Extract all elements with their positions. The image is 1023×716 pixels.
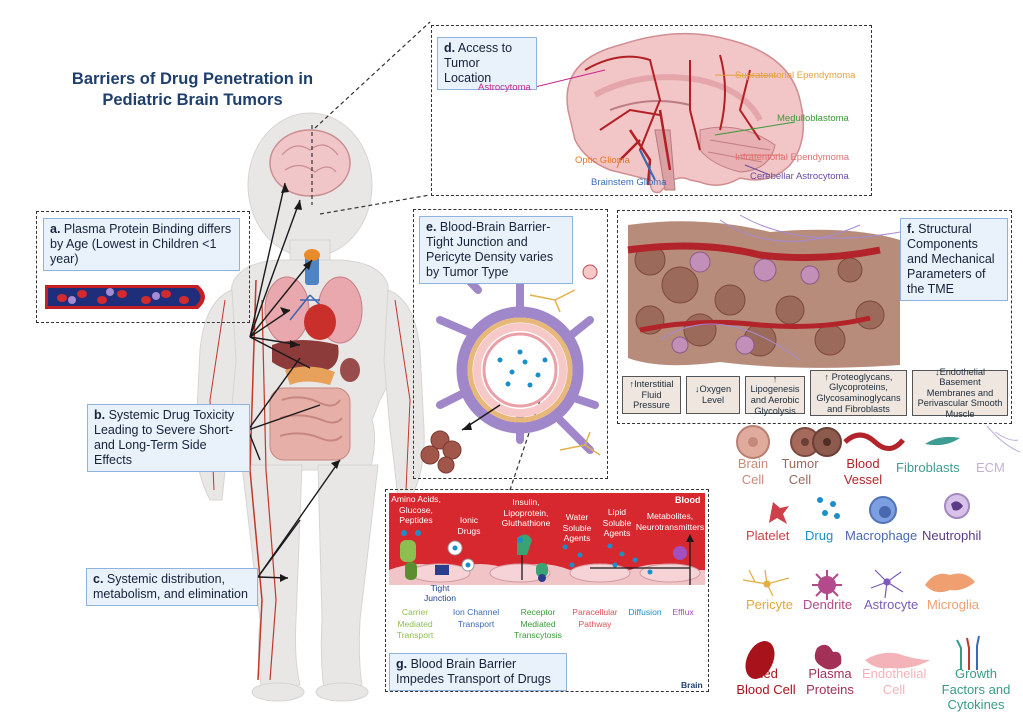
legend-fibroblasts: Fibroblasts [896, 460, 960, 475]
ecm-icon [986, 425, 1021, 453]
legend-ecm: ECM [976, 460, 1005, 475]
dendrite-icon [812, 570, 842, 600]
panel-d-label: d. Access to Tumor Location [437, 37, 537, 90]
child-silhouette [195, 112, 425, 702]
drug-icon [817, 497, 840, 519]
panel-g-label: g. Blood Brain Barrier Impedes Transport… [389, 653, 567, 691]
legend-astrocyte: Astrocyte [864, 597, 919, 612]
label-astrocytoma: Astrocytoma [478, 82, 531, 93]
bbb-label-water: Water Soluble Agents [562, 512, 592, 544]
plasma-proteins-icon [814, 644, 842, 670]
legend-platelet: Platelet [746, 528, 790, 543]
label-supratentorial: Supratentorial Ependymoma [735, 70, 856, 81]
tme-box-proteoglycans: ↑ Proteoglycans, Glycoproteins, Glycosam… [810, 370, 907, 416]
astrocyte-icon [870, 569, 904, 599]
bbb-label-metabolites: Metabolites, Neurotransmitters [635, 511, 705, 532]
legend-plasma-proteins: Plasma Proteins [806, 666, 854, 697]
label-infratentorial: Infratentorial Ependymoma [735, 152, 850, 163]
tme-box-endothelial: ↓Endothelial Basement Membranes and Peri… [912, 367, 1008, 419]
legend-pericyte: Pericyte [746, 597, 793, 612]
panel-d-frame [431, 25, 872, 196]
bbb-label-receptor: Receptor Mediated Transcytosis [514, 607, 562, 641]
brain-sagittal-view [566, 32, 805, 194]
bbb-label-diffusion: Diffusion [628, 607, 662, 617]
red-blood-cell-icon [745, 641, 775, 679]
figure-title: Barriers of Drug Penetration in Pediatri… [71, 70, 314, 110]
bbb-blood-label: Blood [675, 495, 701, 505]
bbb-label-lipid: Lipid Soluble Agents [602, 507, 632, 539]
panel-c-label: c. Systemic distribution, metabolism, an… [86, 568, 258, 606]
panel-g-frame [385, 489, 709, 692]
legend-microglia: Microglia [927, 597, 980, 612]
legend-endothelial-cell: Endothelial Cell [862, 666, 927, 697]
label-cerebellar: Cerebellar Astrocytoma [750, 171, 849, 182]
legend-dendrite: Dendrite [803, 597, 853, 612]
tme-box-pressure: ↑Interstitial Fluid Pressure [622, 376, 681, 414]
blood-vessel-icon [843, 432, 905, 451]
legend-drug: Drug [805, 528, 834, 543]
panel-b-label: b. Systemic Drug Toxicity Leading to Sev… [87, 404, 250, 472]
bbb-label-ion-channel: Ion Channel Transport [452, 607, 500, 629]
tme-box-oxygen: ↓Oxygen Level [686, 376, 740, 414]
platelet-icon [769, 502, 789, 524]
legend-neutrophil: Neutrophil [922, 528, 982, 543]
panel-a-label: a. Plasma Protein Binding differs by Age… [43, 218, 240, 271]
bbb-cross-section [420, 251, 601, 474]
legend-brain-cell: Brain Cell [737, 456, 769, 487]
microglia-icon [925, 573, 975, 593]
label-brainstem-glioma: Brainstem Glioma [591, 177, 667, 188]
panel-f-frame [617, 210, 1012, 424]
legend-blood-vessel: Blood Vessel [843, 456, 883, 487]
bbb-transport-illustration [389, 493, 705, 585]
legend-macrophage: Macrophage [845, 528, 918, 543]
panel-e-frame [413, 209, 608, 479]
bbb-label-efflux: Efflux [672, 607, 694, 617]
panel-e-label: e. Blood-Brain Barrier-Tight Junction an… [419, 216, 573, 284]
panel-f-label: f. Structural Components and Mechanical … [900, 218, 1008, 301]
bbb-label-insulin: Insulin, Lipoprotein, Gluthathione [501, 497, 551, 529]
tme-box-lipogenesis: ↑ Lipogenesis and Aerobic Glycolysis [745, 374, 805, 416]
tme-illustration [627, 214, 901, 368]
growth-factors-icon [956, 635, 980, 670]
arrowheads [280, 183, 340, 582]
label-optic-glioma: Optic Glioma [575, 155, 630, 166]
panel-a-frame [36, 211, 250, 323]
bbb-label-paracellular: Paracellular Pathway [572, 607, 618, 629]
bbb-label-amino: Amino Acids, Glucose, Peptides [391, 494, 441, 526]
legend-tumor-cell: Tumor Cell [781, 456, 819, 487]
legend-growth-factors: Growth Factors and Cytokines [941, 666, 1011, 713]
brain-label-leaders [534, 69, 796, 180]
pericyte-icon [742, 569, 790, 597]
label-medulloblastoma: Medulloblastoma [777, 113, 849, 124]
endothelial-cell-icon [865, 652, 930, 669]
brain-in-head [269, 129, 351, 197]
bbb-brain-label: Brain [681, 680, 703, 690]
legend-icons [736, 425, 1021, 679]
bbb-label-ionic: Ionic Drugs [457, 515, 481, 536]
fibroblast-icon [925, 436, 960, 446]
legend-red-blood-cell: Red Blood Cell [736, 666, 796, 697]
blood-vessel-illustration [45, 285, 205, 309]
bbb-label-carrier: Carrier Mediated Transport [396, 607, 434, 641]
tumor-cell-icon [790, 427, 842, 457]
bbb-label-tight-junction: Tight Junction [423, 583, 456, 604]
